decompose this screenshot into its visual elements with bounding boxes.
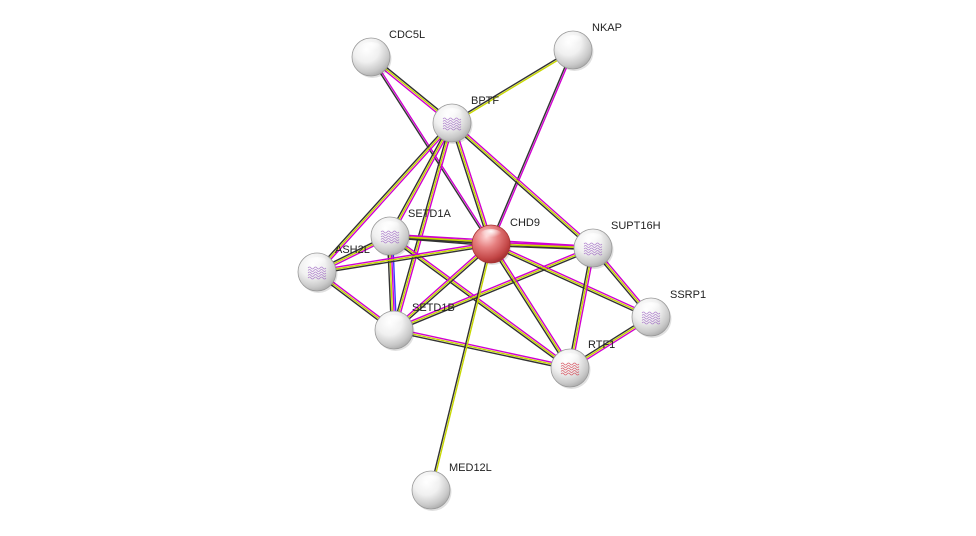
edge-evidence-line [451,122,492,245]
edge-evidence-line [393,122,453,331]
edge-evidence-line [491,49,575,246]
edge-evidence-line [491,242,573,368]
edge-bptf-ash2l [315,121,454,274]
node-highlight [582,233,604,245]
edge-evidence-line [389,235,571,369]
node-highlight [559,353,581,365]
edge-evidence-line [394,244,493,332]
edge-evidence-line [489,244,651,320]
edge-evidence-line [316,243,492,273]
edge-evidence-line [451,50,575,125]
node-highlight [441,108,463,120]
node-label-setd1b: SETD1B [412,302,455,314]
edge-nkap-chd9 [489,48,575,246]
node-chd9[interactable]: CHD9 [471,217,540,265]
edge-evidence-line [393,248,595,333]
edge-evidence-line [317,123,454,274]
edge-bptf-setd1b [391,121,455,332]
edge-evidence-line [451,122,594,249]
node-highlight [480,229,502,241]
edge-evidence-line [450,123,593,250]
edge-evidence-line [392,245,594,330]
edge-evidence-line [392,242,491,330]
edge-evidence-line [490,243,571,369]
node-highlight [420,475,442,487]
edge-evidence-line [567,246,593,369]
node-label-rtf1: RTF1 [588,339,615,351]
edge-evidence-line [315,121,452,272]
edge-evidence-line [393,327,572,368]
node-highlight [562,35,584,47]
node-bptf[interactable]: BPTF [432,95,499,144]
edge-chd9-med12l [429,243,493,491]
node-label-med12l: MED12L [449,462,492,474]
edge-evidence-line [390,123,455,238]
edge-evidence-line [393,329,571,369]
node-layer: CHD9 CDC5L NKAP BPTF SETD1A ASH2L SUPT16H SSRP1… [297,22,706,511]
edge-evidence-line [392,330,571,371]
edge-evidence-line [489,48,573,245]
edge-evidence-line [490,243,652,318]
node-highlight [383,315,405,327]
node-label-ash2l: ASH2L [335,244,370,256]
edge-evidence-line [391,121,452,331]
edge-setd1b-supt16h [392,245,595,333]
edge-setd1b-chd9 [392,242,493,332]
edge-setd1b-rtf1 [392,327,572,371]
edge-chd9-ssrp1 [489,241,653,320]
edge-evidence-line [452,121,595,248]
edge-bptf-setd1a [387,121,455,238]
edge-bptf-supt16h [450,121,595,250]
node-nkap[interactable]: NKAP [553,22,622,71]
node-supt16h[interactable]: SUPT16H [573,220,661,269]
edge-evidence-line [569,247,594,369]
edge-evidence-line [491,241,653,317]
node-label-bptf: BPTF [471,95,499,107]
edge-evidence-line [450,48,574,123]
node-label-supt16h: SUPT16H [611,220,661,232]
node-label-cdc5l: CDC5L [389,29,425,41]
edge-nkap-bptf [450,48,575,125]
node-highlight [640,302,662,314]
edge-evidence-line [371,55,493,245]
node-cdc5l[interactable]: CDC5L [351,29,425,78]
node-rtf1[interactable]: RTF1 [550,339,615,389]
node-label-nkap: NKAP [592,22,622,34]
edge-evidence-line [488,244,570,370]
edge-chd9-rtf1 [488,242,573,370]
node-med12l[interactable]: MED12L [411,462,492,511]
edge-evidence-line [369,56,491,246]
edge-evidence-line [316,241,492,272]
node-label-setd1a: SETD1A [408,208,451,220]
edge-layer [315,48,654,491]
edge-evidence-line [431,243,493,491]
node-ssrp1[interactable]: SSRP1 [631,289,706,338]
node-label-ssrp1: SSRP1 [670,289,706,301]
edge-evidence-line [387,121,452,236]
edge-evidence-line [449,122,491,246]
edge-ash2l-chd9 [316,241,492,275]
edge-evidence-line [429,243,491,491]
node-highlight [379,221,401,233]
edge-supt16h-rtf1 [567,246,596,370]
edge-bptf-chd9 [449,121,494,246]
edge-evidence-line [393,243,492,331]
edge-evidence-line [316,122,453,273]
node-setd1b[interactable]: SETD1B [374,302,455,351]
node-highlight [306,257,328,269]
edge-evidence-line [393,247,594,331]
node-label-chd9: CHD9 [510,217,540,229]
edge-evidence-line [394,122,455,332]
edge-cdc5l-chd9 [369,55,493,246]
edge-evidence-line [452,121,494,245]
edge-evidence-line [389,122,453,237]
edge-evidence-line [316,244,492,275]
edge-evidence-line [570,247,596,370]
edge-evidence-line [388,236,570,371]
node-setd1a[interactable]: SETD1A [370,208,451,257]
node-highlight [360,42,382,54]
node-ash2l[interactable]: ASH2L [297,244,370,293]
